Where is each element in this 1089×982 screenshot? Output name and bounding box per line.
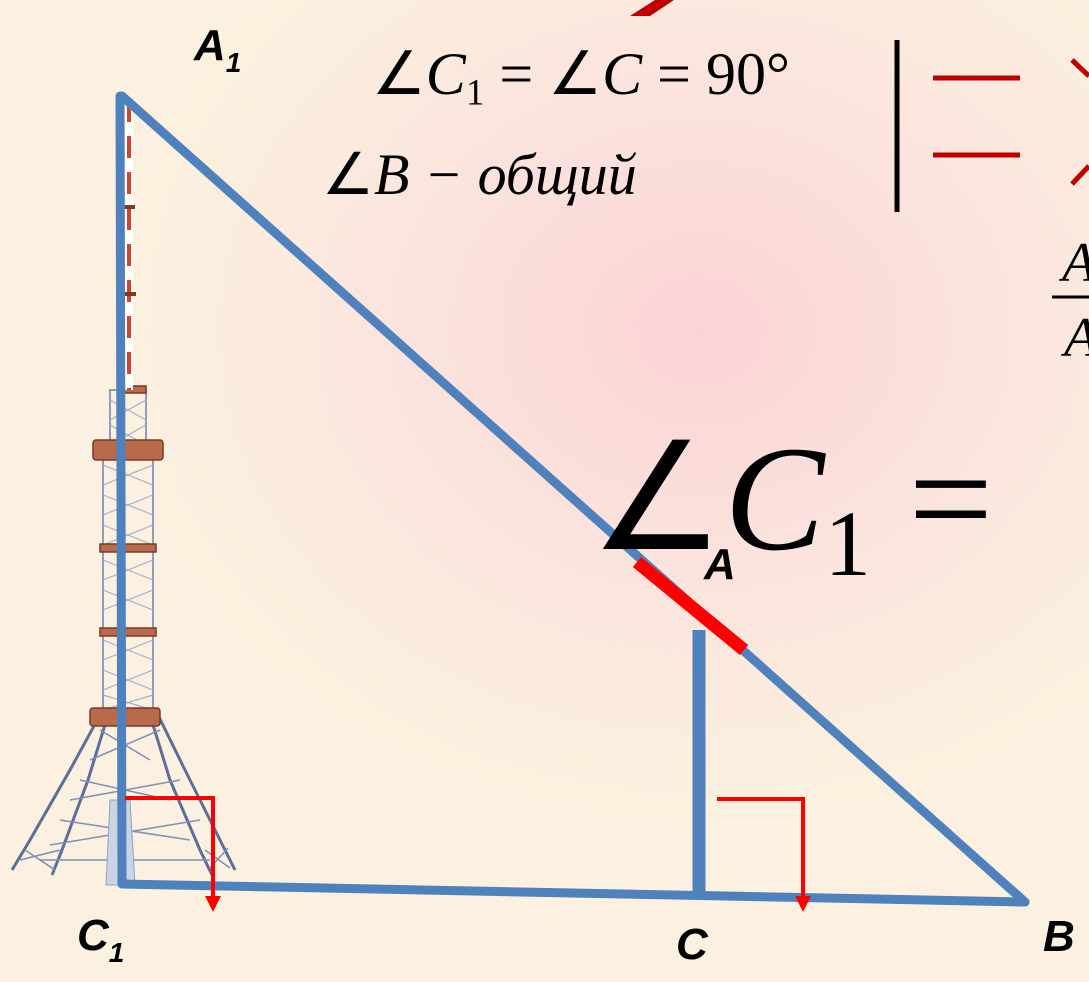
- side-c1-b: [117, 879, 1030, 907]
- side-a1-b: [117, 91, 1030, 907]
- vertex-label-a: A: [704, 540, 736, 589]
- right-angle-mark-c1: [125, 796, 221, 912]
- fraction-numerator: A: [1062, 235, 1089, 291]
- side-a1-c1: [115, 91, 127, 889]
- highlight-segment-a: [632, 556, 749, 656]
- big-angle-formula: ∠C1 =: [590, 416, 994, 597]
- implication-arrows: [933, 58, 1089, 186]
- condition-right-angles: ∠C1 = ∠C = 90°: [372, 41, 790, 114]
- vertex-label-a1: A1: [194, 21, 242, 78]
- vertex-label-c1: C1: [77, 911, 125, 968]
- vertex-label-c: C: [676, 920, 708, 969]
- condition-common-angle: ∠B − общий: [322, 142, 637, 207]
- vertex-label-b: B: [1043, 912, 1075, 961]
- title-fragment: [630, 0, 674, 16]
- right-angle-mark-c: [717, 797, 811, 912]
- fraction-denominator: A: [1064, 310, 1089, 366]
- triangle-a1-c1-b: [115, 91, 1030, 907]
